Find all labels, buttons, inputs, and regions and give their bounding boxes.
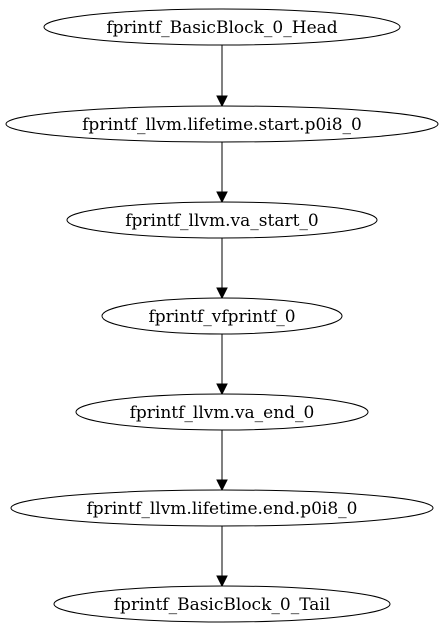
node-va-start: fprintf_llvm.va_start_0 [66,201,378,239]
edge-vfprintf-to-va-end [216,334,228,396]
node-va-start-label: fprintf_llvm.va_start_0 [125,211,319,231]
node-head-shape [43,8,401,46]
node-va-start-shape [66,201,378,239]
arrowhead-icon [216,383,228,396]
node-lifetime-start: fprintf_llvm.lifetime.start.p0i8_0 [5,105,439,143]
nodes-layer: fprintf_BasicBlock_0_Head fprintf_llvm.li… [5,8,439,623]
arrowhead-icon [216,95,228,108]
node-vfprintf-label: fprintf_vfprintf_0 [148,307,295,327]
arrowhead-icon [216,191,228,204]
node-tail-shape [53,585,391,623]
node-head-label: fprintf_BasicBlock_0_Head [106,18,337,38]
node-tail: fprintf_BasicBlock_0_Tail [53,585,391,623]
node-va-end-shape [75,393,369,431]
edge-lifetime-start-to-va-start [216,142,228,204]
node-lifetime-start-label: fprintf_llvm.lifetime.start.p0i8_0 [82,115,362,135]
node-lifetime-start-shape [5,105,439,143]
node-lifetime-end: fprintf_llvm.lifetime.end.p0i8_0 [10,489,434,527]
node-lifetime-end-shape [10,489,434,527]
node-vfprintf: fprintf_vfprintf_0 [101,297,343,335]
edge-lifetime-end-to-tail [216,526,228,588]
arrowhead-icon [216,575,228,588]
edge-va-start-to-vfprintf [216,238,228,300]
edges-layer [216,45,228,588]
node-va-end-label: fprintf_llvm.va_end_0 [130,403,315,423]
edge-va-end-to-lifetime-end [216,430,228,492]
node-lifetime-end-label: fprintf_llvm.lifetime.end.p0i8_0 [87,499,358,519]
node-va-end: fprintf_llvm.va_end_0 [75,393,369,431]
node-head: fprintf_BasicBlock_0_Head [43,8,401,46]
arrowhead-icon [216,287,228,300]
node-vfprintf-shape [101,297,343,335]
edge-head-to-lifetime-start [216,45,228,108]
arrowhead-icon [216,479,228,492]
node-tail-label: fprintf_BasicBlock_0_Tail [114,595,330,615]
